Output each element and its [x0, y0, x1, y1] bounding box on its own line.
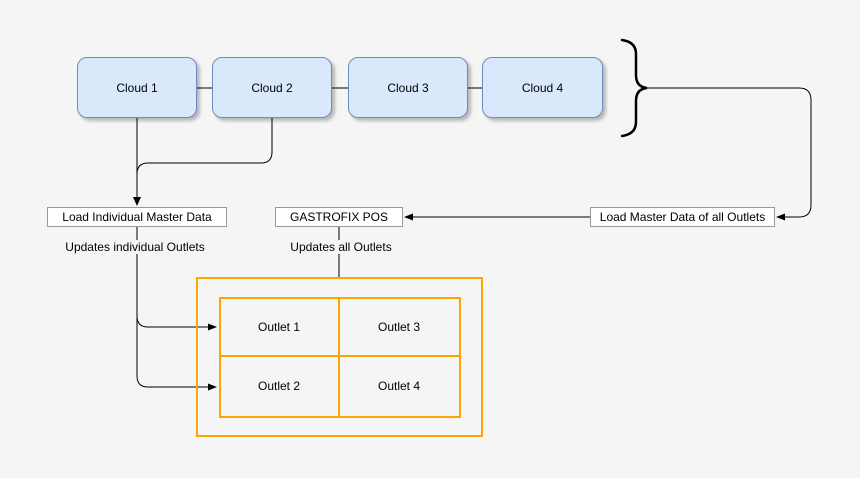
cloud2-to-load-individual-connector: [136, 118, 273, 175]
arrowhead-down-icon: [133, 197, 141, 206]
outlet-1-cell: Outlet 1: [220, 298, 340, 357]
arrowhead-right-icon: [208, 383, 217, 391]
cloud-3-node: Cloud 3: [348, 57, 468, 118]
outlet-3-label: Outlet 3: [377, 319, 421, 334]
outlet-container: Outlet 1 Outlet 3 Outlet 2 Outlet 4: [196, 277, 483, 437]
outlet-4-cell: Outlet 4: [340, 357, 459, 416]
cloud-1-node: Cloud 1: [77, 57, 197, 118]
load-master-data-all-outlets-box: Load Master Data of all Outlets: [590, 207, 775, 227]
outlet-grid: Outlet 1 Outlet 3 Outlet 2 Outlet 4: [218, 296, 461, 418]
cloud-2-node: Cloud 2: [212, 57, 332, 118]
outlet-2-label: Outlet 2: [257, 379, 301, 394]
arrowhead-left-icon: [404, 213, 413, 221]
load-individual-to-outlet2-connector: [136, 227, 208, 388]
updates-individual-outlets-caption: Updates individual Outlets: [62, 240, 208, 254]
outlet-3-cell: Outlet 3: [339, 299, 459, 357]
cloud-3-label: Cloud 3: [387, 80, 429, 95]
cloud-4-node: Cloud 4: [482, 57, 603, 118]
load-master-data-all-outlets-label: Load Master Data of all Outlets: [599, 210, 766, 224]
curly-brace-icon: [620, 38, 648, 138]
load-individual-to-outlet1-connector: [136, 315, 208, 328]
cloud-4-label: Cloud 4: [521, 80, 564, 95]
outlet-1-label: Outlet 1: [257, 319, 301, 334]
outlet-4-label: Outlet 4: [377, 379, 421, 394]
gastrofix-pos-label: GASTROFIX POS: [289, 210, 388, 224]
outlet-2-cell: Outlet 2: [221, 357, 340, 416]
load-individual-master-data-label: Load Individual Master Data: [62, 210, 212, 224]
gastrofix-pos-box: GASTROFIX POS: [275, 207, 403, 227]
arrowhead-left-icon: [776, 213, 785, 221]
cloud-1-label: Cloud 1: [116, 80, 158, 95]
cloud-2-label: Cloud 2: [251, 80, 293, 95]
clouds-to-load-all-connector: [647, 87, 812, 218]
arrowhead-right-icon: [208, 323, 217, 331]
load-individual-master-data-box: Load Individual Master Data: [47, 207, 227, 227]
updates-all-outlets-caption: Updates all Outlets: [287, 240, 395, 254]
